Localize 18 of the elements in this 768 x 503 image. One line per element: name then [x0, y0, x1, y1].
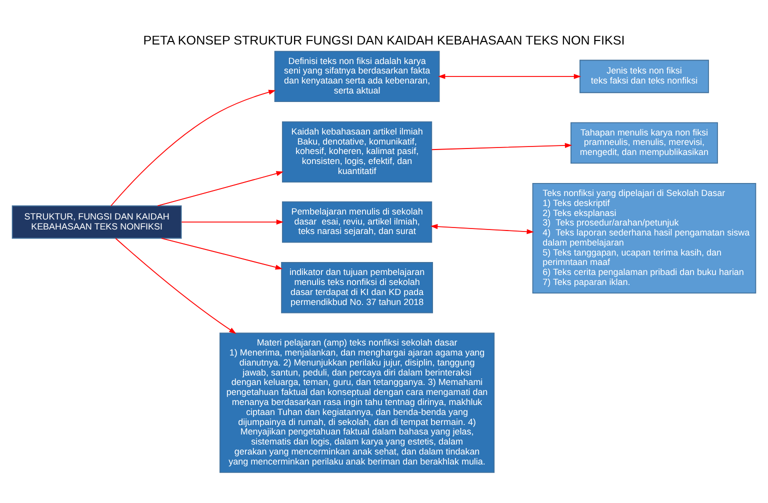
- arrow: [181, 220, 284, 225]
- arrow: [161, 238, 283, 270]
- node-box: Materi pelajaran (amp) teks nonfiksi sekolah dasar 1) Menerima, menjalankan, dan menghargai ajaran agama yang dianutnya. 2) Menunjukkan perilaku jujur, disiplin, tanggung jawab, santun, peduli, dan percaya diri dalam berinteraksi dengan keluarga, teman, guru, dan tetangganya. 3) Memahami pengetahuan faktual dan konseptual dengan cara mengamati dan menanya berdasarkan rasa ingin tahu tentnag dirinya, makhluk ciptaan Tuhan dan kegiatannya, dan benda-benda yang dijumpainya di rumah, di sekolah, dan di tempat bermain. 4) Menyajikan pengetahuan faktual dalam bahasa yang jelas, sistematis dan logis, dalam karya yang estetis, dalam gerakan yang mencerminkan anak sehat, dan dalam tindakan yang mencerminkan perilaku anak beriman dan berakhlak mulia.: [220, 332, 495, 473]
- arrow: [115, 238, 236, 334]
- node-box: Tahapan menulis karya non fiksi pramneulis, menulis, merevisi, mengedit, dan mempublikasikan: [570, 122, 718, 164]
- arrow: [157, 171, 284, 206]
- node-box: Kaidah kebahasaan artikel ilmiah Baku, denotative, komunikatif, kohesif, koheren, kalimat pasif, konsisten, logis, efektif, dan kuantitatif: [282, 121, 432, 182]
- diagram-title: PETA KONSEP STRUKTUR FUNGSI DAN KAIDAH KEBAHASAAN TEKS NON FIKSI: [143, 33, 625, 48]
- node-box: Definisi teks non fiksi adalah karya seni yang sifatnya berdasarkan fakta dan kenyataan serta ada kebenaran, serta aktual: [274, 50, 440, 102]
- arrow: [431, 142, 572, 150]
- node-box: indikator dan tujuan pembelajaran menulis teks nonfiksi di sekolah dasar terdapat di KI dan KD pada permendikbud No. 37 tahun 2018: [281, 262, 433, 314]
- arrow: [438, 74, 582, 79]
- node-box: Jenis teks non fiksi teks faksi dan teks nonfiksi: [580, 60, 709, 94]
- arrow: [430, 224, 534, 234]
- node-box: STRUKTUR, FUNGSI DAN KAIDAH KEBAHASAAN TEKS NONFIKSI: [12, 205, 182, 239]
- arrow: [110, 90, 276, 206]
- node-box: Teks nonfiksi yang dipelajari di Sekolah Dasar 1) Teks deskriptif 2) Teks eksplanasi 3) Teks prosedur/arahan/petunjuk 4) Teks laporan sederhana hasil pengamatan siswa dalam pembelajaran 5) Teks tanggapan, ucapan terima kasih, dan perimntaan maaf 6) Teks cerita pengalaman pribadi dan buku harian 7) Teks paparan iklan.: [532, 182, 756, 294]
- node-box: Pembelajaran menulis di sekolah dasar esai, reviu, artikel ilmiah, teks narasi sejarah, dan surat: [282, 201, 432, 243]
